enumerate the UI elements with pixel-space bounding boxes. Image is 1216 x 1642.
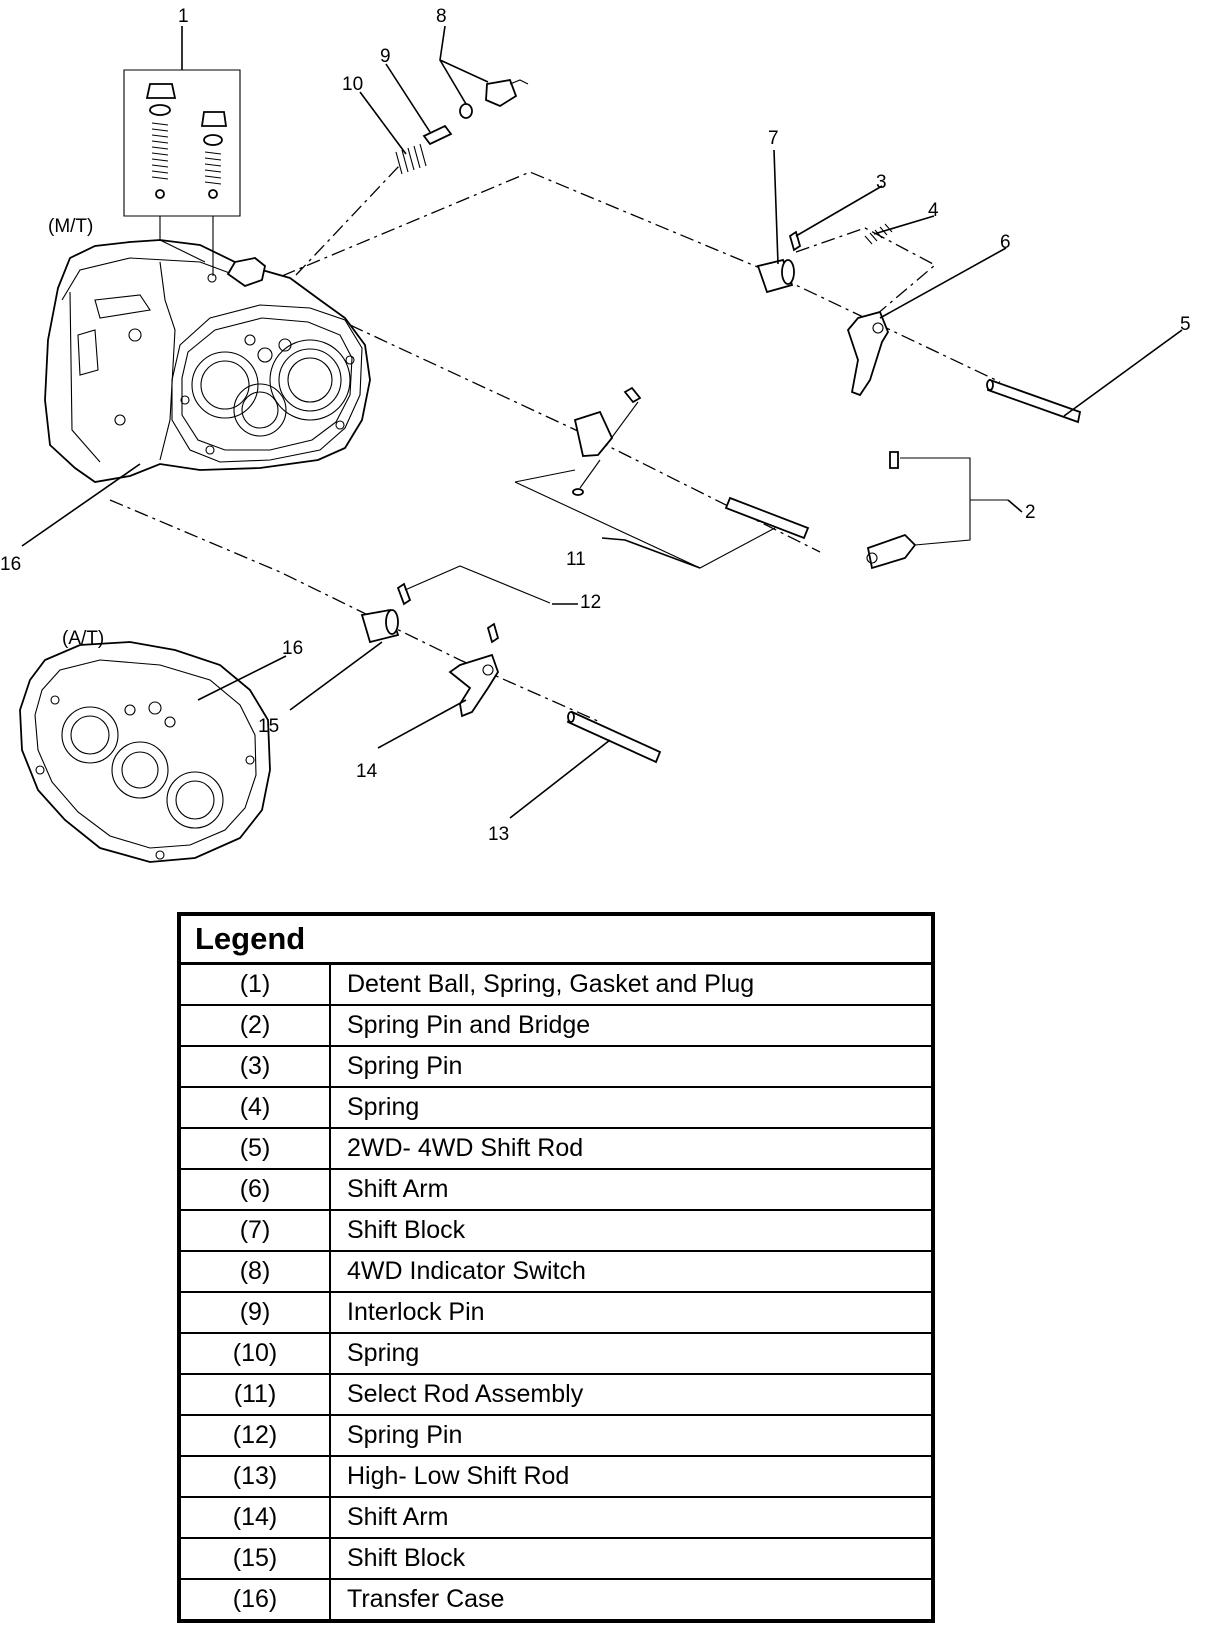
legend-row: (16)Transfer Case	[179, 1578, 933, 1621]
legend-description: Shift Arm	[330, 1496, 933, 1538]
legend-description: Shift Block	[330, 1537, 933, 1579]
callout-14: 14	[356, 761, 378, 782]
callout-6: 6	[1000, 232, 1011, 253]
legend-number: (9)	[179, 1291, 331, 1333]
select-rod-assembly	[349, 324, 1008, 570]
callout-16-automatic: 16	[282, 638, 303, 659]
at-transfer-case	[19, 641, 271, 863]
legend-row: (6)Shift Arm	[179, 1168, 933, 1210]
legend-row: (2)Spring Pin and Bridge	[179, 1004, 933, 1046]
label-automatic-transmission: (A/T)	[62, 628, 104, 649]
detent-ball-spring-plug-assembly	[123, 69, 241, 276]
callout-11: 11	[566, 549, 586, 570]
legend-row: (12)Spring Pin	[179, 1414, 933, 1456]
legend-row: (10)Spring	[179, 1332, 933, 1374]
indicator-switch-and-interlock	[295, 78, 529, 276]
legend-row: (8)4WD Indicator Switch	[179, 1250, 933, 1292]
legend-description: Transfer Case	[330, 1578, 933, 1621]
high-low-shift-line	[109, 499, 662, 764]
legend-table: Legend (1)Detent Ball, Spring, Gasket an…	[177, 912, 935, 1623]
legend-number: (3)	[179, 1045, 331, 1087]
legend-number: (10)	[179, 1332, 331, 1374]
legend-row: (3)Spring Pin	[179, 1045, 933, 1087]
callout-5: 5	[1180, 314, 1191, 335]
legend-row: (1)Detent Ball, Spring, Gasket and Plug	[179, 962, 933, 1005]
legend-rows: (1)Detent Ball, Spring, Gasket and Plug …	[179, 962, 933, 1621]
legend-number: (15)	[179, 1537, 331, 1579]
legend-number: (1)	[179, 962, 331, 1005]
leader-lines	[21, 25, 1183, 819]
callout-labels: 1 2 3 4 5 6 7 8 9 10 11 12 13 14 15 16 1…	[0, 6, 1191, 845]
callout-7: 7	[768, 128, 779, 149]
legend-number: (12)	[179, 1414, 331, 1456]
legend-description: Spring Pin	[330, 1414, 933, 1456]
callout-2: 2	[1025, 502, 1036, 523]
legend-row: (9)Interlock Pin	[179, 1291, 933, 1333]
legend-description: Spring Pin and Bridge	[330, 1004, 933, 1046]
legend-title: Legend	[179, 914, 933, 965]
legend-description: Shift Block	[330, 1209, 933, 1251]
label-manual-transmission: (M/T)	[48, 216, 93, 237]
legend-description: Shift Arm	[330, 1168, 933, 1210]
legend-number: (6)	[179, 1168, 331, 1210]
legend-description: 2WD- 4WD Shift Rod	[330, 1127, 933, 1169]
callout-9: 9	[380, 46, 391, 67]
two-four-wd-shift-line	[281, 171, 1082, 424]
exploded-view-diagram: 1 2 3 4 5 6 7 8 9 10 11 12 13 14 15 16 1…	[0, 6, 1191, 863]
callout-4: 4	[928, 200, 939, 221]
legend-number: (13)	[179, 1455, 331, 1497]
legend-number: (2)	[179, 1004, 331, 1046]
legend-description: Spring	[330, 1332, 933, 1374]
mt-transfer-case	[44, 239, 371, 483]
legend-description: Detent Ball, Spring, Gasket and Plug	[330, 962, 933, 1005]
legend-description: High- Low Shift Rod	[330, 1455, 933, 1497]
legend-number: (8)	[179, 1250, 331, 1292]
legend-description: Select Rod Assembly	[330, 1373, 933, 1415]
legend-row: (15)Shift Block	[179, 1537, 933, 1579]
legend-number: (7)	[179, 1209, 331, 1251]
legend-number: (16)	[179, 1578, 331, 1621]
callout-10: 10	[342, 74, 363, 95]
callout-15: 15	[258, 716, 279, 737]
legend-description: Interlock Pin	[330, 1291, 933, 1333]
legend-description: Spring Pin	[330, 1045, 933, 1087]
legend-number: (11)	[179, 1373, 331, 1415]
legend-number: (14)	[179, 1496, 331, 1538]
legend-description: Spring	[330, 1086, 933, 1128]
legend-row: (14)Shift Arm	[179, 1496, 933, 1538]
callout-8: 8	[436, 6, 447, 27]
callout-12: 12	[580, 592, 601, 613]
callout-16-manual: 16	[0, 554, 21, 575]
legend-row: (4)Spring	[179, 1086, 933, 1128]
legend-header-row: Legend	[179, 914, 933, 965]
legend-number: (5)	[179, 1127, 331, 1169]
legend-row: (13)High- Low Shift Rod	[179, 1455, 933, 1497]
legend-number: (4)	[179, 1086, 331, 1128]
callout-13: 13	[488, 824, 509, 845]
legend-description: 4WD Indicator Switch	[330, 1250, 933, 1292]
legend-row: (5)2WD- 4WD Shift Rod	[179, 1127, 933, 1169]
callout-3: 3	[876, 172, 887, 193]
legend-row: (11)Select Rod Assembly	[179, 1373, 933, 1415]
callout-1: 1	[178, 6, 189, 27]
legend-row: (7)Shift Block	[179, 1209, 933, 1251]
